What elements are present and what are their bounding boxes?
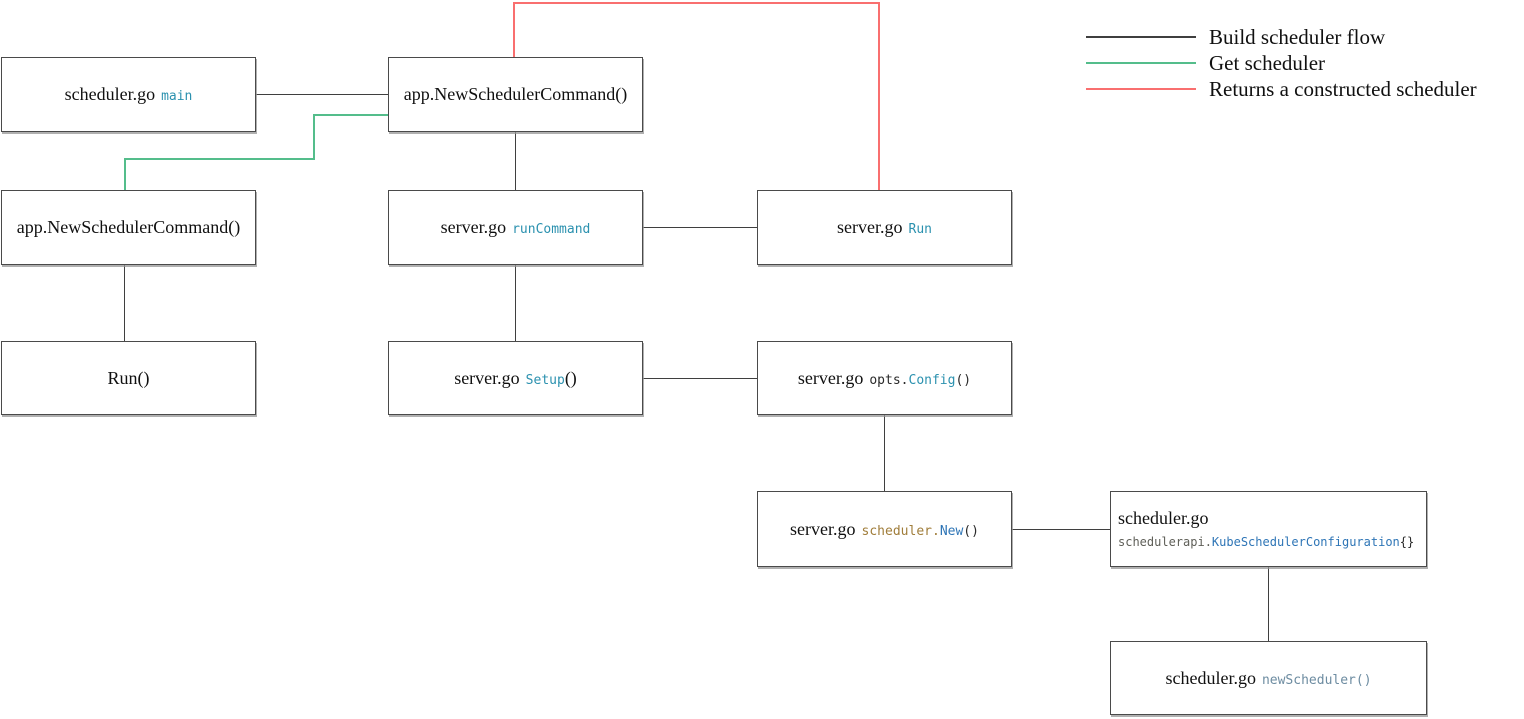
function-label: app.NewSchedulerCommand() [16, 217, 241, 237]
file-label: scheduler.go [1118, 507, 1209, 528]
function-label: Run() [107, 367, 150, 388]
code-label: Config [908, 372, 956, 388]
edge-runcommand-to-setup [515, 265, 516, 341]
code-suffix: () [564, 367, 577, 388]
node-server-go-runcommand: server.go runCommand [388, 190, 643, 265]
edge-newschedulercommand-to-runcommand [515, 132, 516, 190]
edge-get-scheduler-seg3 [124, 158, 315, 160]
node-server-go-run: server.go Run [757, 190, 1012, 265]
code-label: New [939, 523, 964, 539]
node-scheduler-go-main: scheduler.go main [1, 57, 256, 132]
node-server-go-setup: server.go Setup() [388, 341, 643, 415]
edge-newschedulercommandleft-to-run [124, 265, 125, 341]
node-server-go-scheduler-new: server.go scheduler.New() [757, 491, 1012, 567]
legend: Build scheduler flow Get scheduler Retur… [1086, 24, 1477, 102]
legend-label: Build scheduler flow [1209, 24, 1386, 49]
edge-returns-scheduler-seg2 [513, 2, 880, 4]
file-label: server.go [454, 367, 520, 388]
file-label: scheduler.go [1165, 667, 1256, 688]
edge-schedulernew-to-kubeconfig [1012, 529, 1110, 530]
legend-label: Returns a constructed scheduler [1209, 76, 1477, 101]
edge-main-to-newschedulercommand [256, 94, 388, 95]
edge-returns-scheduler-seg3 [878, 2, 880, 190]
code-suffix: () [963, 523, 979, 539]
edge-runcommand-to-run [643, 227, 757, 228]
legend-label: Get scheduler [1209, 50, 1326, 75]
code-label: main [161, 89, 193, 104]
file-label: server.go [440, 217, 507, 237]
file-label: server.go [797, 367, 864, 388]
legend-green-line-swatch [1086, 62, 1196, 64]
code-suffix: () [955, 372, 972, 388]
node-run: Run() [1, 341, 256, 415]
node-server-go-opts-config: server.go opts.Config() [757, 341, 1012, 415]
code-label: Setup [525, 372, 565, 388]
legend-item-returns-constructed-scheduler: Returns a constructed scheduler [1086, 76, 1477, 102]
node-scheduler-go-kubeschedulerconfiguration: scheduler.go schedulerapi.KubeSchedulerC… [1110, 491, 1427, 567]
legend-item-build-scheduler-flow: Build scheduler flow [1086, 24, 1477, 50]
edge-get-scheduler-seg4 [124, 158, 126, 190]
legend-red-line-swatch [1086, 88, 1196, 90]
code-suffix: {} [1399, 534, 1415, 549]
legend-item-get-scheduler: Get scheduler [1086, 50, 1477, 76]
edge-kubeconfig-to-newscheduler [1268, 567, 1269, 641]
legend-black-line-swatch [1086, 36, 1196, 38]
edge-returns-scheduler-seg1 [513, 2, 515, 57]
code-label: runCommand [512, 222, 591, 237]
function-label: app.NewSchedulerCommand() [403, 84, 628, 104]
code-label: Run [908, 222, 932, 237]
edge-optsconfig-to-schedulernew [884, 415, 885, 491]
node-app-newschedulercommand-left: app.NewSchedulerCommand() [1, 190, 256, 265]
file-label: server.go [790, 518, 856, 539]
node-app-newschedulercommand-top: app.NewSchedulerCommand() [388, 57, 643, 132]
file-label: scheduler.go [64, 84, 156, 104]
code-prefix: schedulerapi. [1118, 534, 1212, 549]
code-label: newScheduler() [1261, 672, 1372, 688]
code-prefix: opts. [869, 372, 909, 388]
file-label: server.go [837, 217, 903, 237]
edge-get-scheduler-seg1 [313, 114, 388, 116]
edge-setup-to-optsconfig [643, 378, 757, 379]
edge-get-scheduler-seg2 [313, 114, 315, 160]
code-label: KubeSchedulerConfiguration [1211, 534, 1400, 549]
code-prefix: scheduler. [861, 523, 940, 539]
node-scheduler-go-newscheduler: scheduler.go newScheduler() [1110, 641, 1427, 715]
